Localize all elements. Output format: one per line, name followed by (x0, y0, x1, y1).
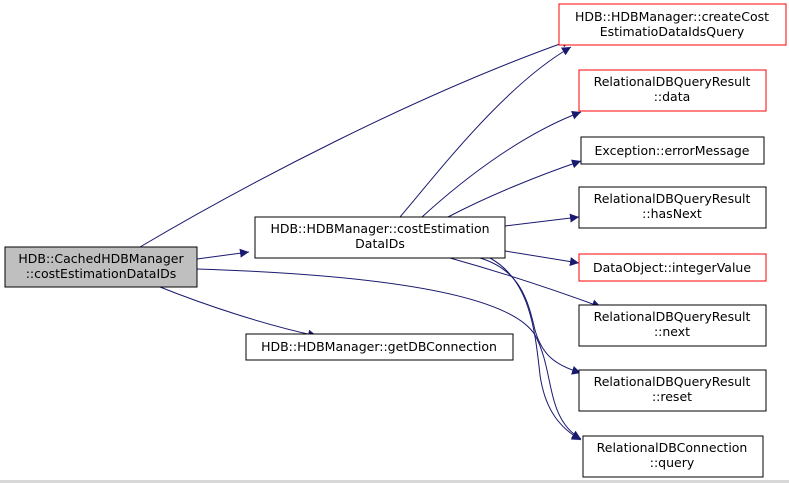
node-result-has-next[interactable]: RelationalDBQueryResult ::hasNext (578, 186, 767, 229)
node-error-message[interactable]: Exception::errorMessage (580, 136, 765, 165)
node-root-label-line-1: HDB::CachedHDBManager (18, 251, 184, 266)
edge-cost-estimation-data-ids-to-result-reset (479, 257, 582, 375)
node-result-has-next-label-line-1: RelationalDBQueryResult (594, 191, 751, 206)
edge-root-to-create-cost-estimation-query (139, 38, 572, 248)
edge-cost-estimation-data-ids-to-result-next (449, 257, 602, 309)
node-result-has-next-label-line-2: ::hasNext (642, 206, 702, 221)
edge-cost-estimation-data-ids-to-result-has-next (504, 213, 580, 227)
node-integer-value-label: DataObject::integerValue (593, 260, 751, 275)
node-result-reset[interactable]: RelationalDBQueryResult ::reset (578, 369, 767, 412)
edge-cost-estimation-data-ids-to-connection-query (489, 257, 582, 441)
node-result-reset-box[interactable] (578, 369, 767, 412)
edge-root-to-cost-estimation-data-ids (196, 248, 250, 260)
node-connection-query-box[interactable] (582, 435, 764, 478)
node-result-reset-label-line-1: RelationalDBQueryResult (594, 374, 751, 389)
node-error-message-box[interactable] (580, 136, 765, 165)
node-root-box (4, 246, 198, 288)
node-result-reset-label-line-2: ::reset (652, 389, 692, 404)
node-result-next-label-line-1: RelationalDBQueryResult (594, 309, 751, 324)
node-integer-value[interactable]: DataObject::integerValue (578, 253, 767, 282)
node-cost-estimation-data-ids-box[interactable] (254, 216, 506, 259)
call-edges (139, 38, 602, 441)
node-connection-query-label-line-1: RelationalDBConnection (597, 440, 748, 455)
node-connection-query-label-line-2: ::query (650, 455, 695, 470)
node-result-next-label-line-2: ::next (654, 324, 690, 339)
node-result-data[interactable]: RelationalDBQueryResult ::data (578, 69, 767, 112)
node-cost-estimation-data-ids-label-line-1: HDB::HDBManager::costEstimation (270, 221, 489, 236)
bottom-divider (0, 480, 789, 483)
edge-root-to-connection-query (196, 268, 582, 440)
node-create-cost-estimation-query-label-line-2: EstimatioDataIdsQuery (600, 24, 745, 39)
node-error-message-label: Exception::errorMessage (595, 143, 750, 158)
node-result-next-box[interactable] (578, 304, 767, 347)
node-cost-estimation-data-ids-label-line-2: DataIDs (355, 236, 405, 251)
graph-nodes: HDB::CachedHDBManager ::costEstimationDa… (4, 3, 787, 478)
node-integer-value-box[interactable] (578, 253, 767, 282)
node-create-cost-estimation-query-label-line-1: HDB::HDBManager::createCost (575, 9, 769, 24)
node-result-data-label-line-2: ::data (654, 89, 691, 104)
node-get-db-connection[interactable]: HDB::HDBManager::getDBConnection (245, 333, 514, 361)
edge-cost-estimation-data-ids-to-create-cost-estimation-query (399, 46, 572, 218)
node-result-has-next-box[interactable] (578, 186, 767, 229)
edge-cost-estimation-data-ids-to-error-message (447, 159, 582, 218)
node-cost-estimation-data-ids[interactable]: HDB::HDBManager::costEstimation DataIDs (254, 216, 506, 259)
node-result-next[interactable]: RelationalDBQueryResult ::next (578, 304, 767, 347)
node-root-label-line-2: ::costEstimationDataIDs (26, 266, 177, 281)
node-root: HDB::CachedHDBManager ::costEstimationDa… (4, 246, 198, 288)
node-create-cost-estimation-query-box[interactable] (558, 3, 787, 46)
node-get-db-connection-box[interactable] (245, 333, 514, 361)
node-connection-query[interactable]: RelationalDBConnection ::query (582, 435, 764, 478)
edge-cost-estimation-data-ids-to-integer-value (504, 250, 580, 267)
edge-cost-estimation-data-ids-to-result-data (421, 110, 582, 218)
edge-root-to-get-db-connection (159, 286, 318, 339)
node-result-data-box[interactable] (578, 69, 767, 112)
node-create-cost-estimation-query[interactable]: HDB::HDBManager::createCost EstimatioDat… (558, 3, 787, 46)
node-result-data-label-line-1: RelationalDBQueryResult (594, 74, 751, 89)
node-get-db-connection-label: HDB::HDBManager::getDBConnection (261, 339, 497, 354)
